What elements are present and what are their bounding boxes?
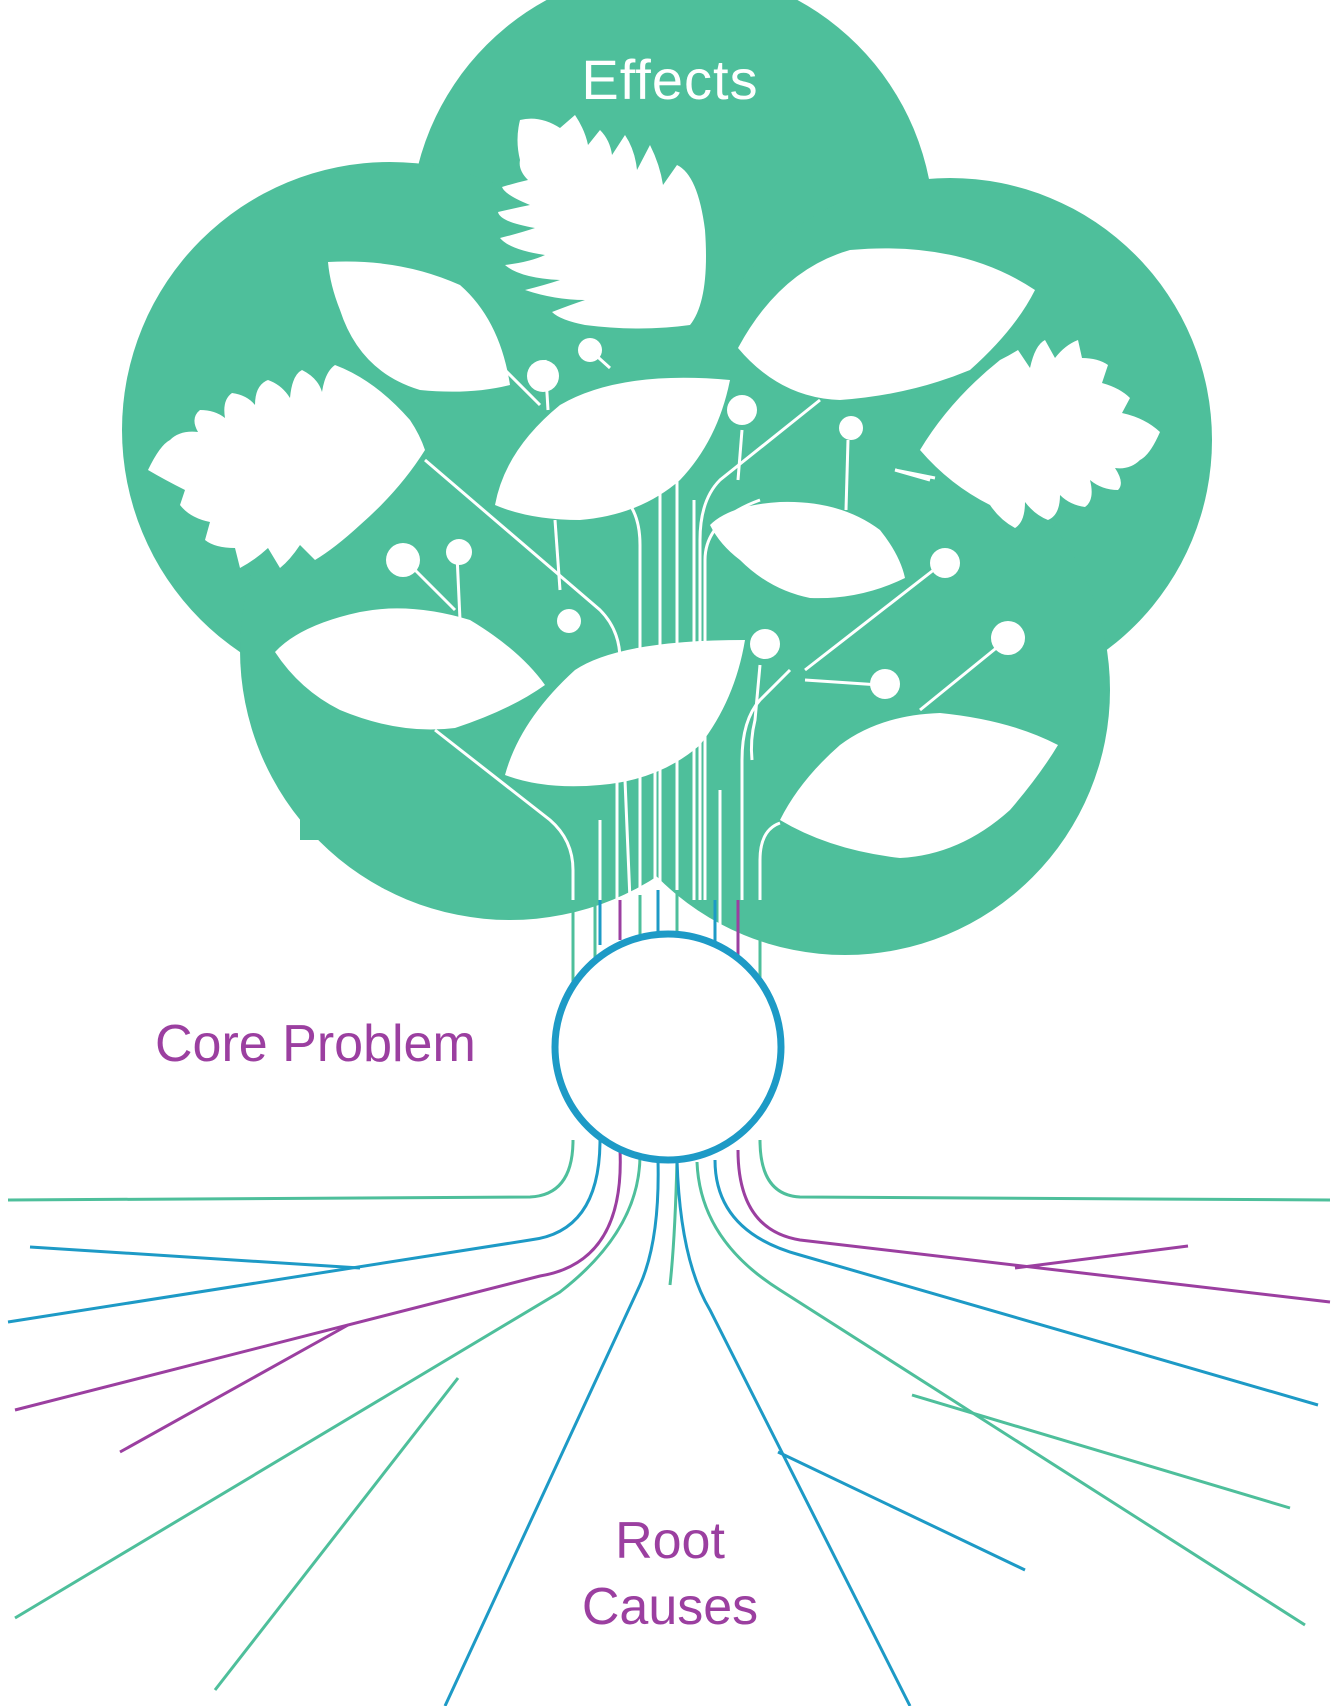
core-problem-label: Core Problem xyxy=(155,1015,476,1073)
root-line xyxy=(14,1154,642,1620)
buds xyxy=(386,338,1025,699)
bud-icon xyxy=(557,609,581,633)
root-line xyxy=(7,1139,575,1202)
bud-icon xyxy=(386,543,420,577)
leaf-icon xyxy=(738,248,1035,400)
bud-icon xyxy=(527,360,559,392)
root-line xyxy=(911,1393,1291,1510)
root-line xyxy=(736,1149,1331,1304)
root-line xyxy=(777,1450,1026,1572)
leaf-icon xyxy=(495,377,730,520)
bud-icon xyxy=(839,416,863,440)
root-line xyxy=(695,1161,1306,1627)
serrated-leaf-icon xyxy=(148,365,425,568)
root-line xyxy=(14,1149,622,1412)
bud-icon xyxy=(991,621,1025,655)
root-line xyxy=(1014,1244,1189,1270)
serrated-leaf-icon xyxy=(920,340,1160,528)
effects-label: Effects xyxy=(581,48,759,111)
bud-icon xyxy=(750,629,780,659)
root-line xyxy=(758,1139,1331,1202)
root-line xyxy=(713,1159,1319,1407)
root-causes-line-1: Root xyxy=(615,1512,725,1570)
root-causes-label: Root Causes xyxy=(520,1508,820,1640)
root-line xyxy=(213,1377,460,1691)
bud-icon xyxy=(578,338,602,362)
root-causes-line-2: Causes xyxy=(581,1578,759,1636)
bud-icon xyxy=(870,669,900,699)
bud-icon xyxy=(727,395,757,425)
leaf-icon xyxy=(780,713,1058,858)
root-line xyxy=(668,1159,679,1286)
leaves xyxy=(148,115,1160,858)
branch-lines xyxy=(403,348,1001,950)
leaf-icon xyxy=(328,261,510,392)
leaf-icon xyxy=(710,501,905,599)
root-line xyxy=(29,1245,361,1270)
root-line xyxy=(443,1159,660,1706)
root-line xyxy=(119,1323,349,1454)
root-line xyxy=(7,1139,602,1324)
leaf-icon xyxy=(505,640,745,787)
root-line xyxy=(675,1159,912,1706)
core-circle xyxy=(551,930,785,1164)
bud-icon xyxy=(930,548,960,578)
leaf-icon xyxy=(275,608,545,730)
serrated-leaf-icon xyxy=(498,115,706,329)
roots xyxy=(7,1139,1331,1706)
bud-icon xyxy=(446,539,472,565)
